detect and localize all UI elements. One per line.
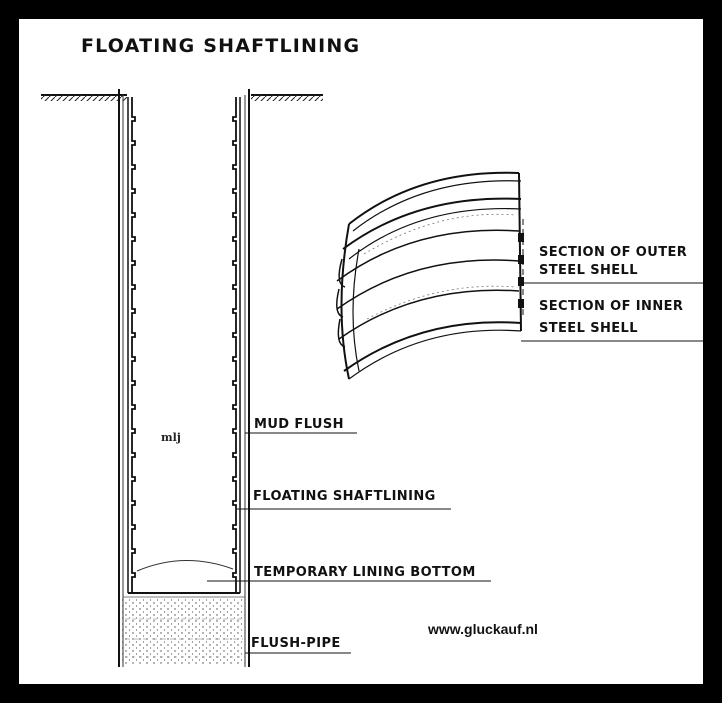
shell-section-segment	[336, 171, 524, 380]
flush-fluid	[120, 599, 248, 665]
label-inner-shell-line2: STEEL SHELL	[539, 321, 638, 336]
right-shaft-wall	[232, 89, 250, 667]
label-flush-pipe: FLUSH-PIPE	[251, 636, 341, 651]
left-shaft-wall	[118, 89, 136, 667]
label-floating-shaftlining: FLOATING SHAFTLINING	[253, 489, 436, 504]
label-mud-flush: MUD FLUSH	[254, 417, 344, 432]
diagram-title: FLOATING SHAFTLINING	[81, 35, 361, 57]
label-outer-shell-line2: STEEL SHELL	[539, 263, 638, 278]
leader-lines	[207, 282, 703, 654]
label-outer-shell-line1: SECTION OF OUTER	[539, 245, 688, 260]
outer-shell-notches	[518, 233, 524, 308]
shaft-cross-section-diagram	[41, 89, 703, 667]
ground-surface	[41, 94, 323, 101]
website-credit: www.gluckauf.nl	[428, 621, 538, 637]
author-initials: mlj	[161, 431, 181, 444]
label-temporary-lining-bottom: TEMPORARY LINING BOTTOM	[254, 565, 476, 580]
lining-bottom	[123, 559, 245, 598]
drawing-sheet: FLOATING SHAFTLINING SECTION OF OUTER ST…	[19, 19, 703, 684]
label-inner-shell-line1: SECTION OF INNER	[539, 299, 684, 314]
